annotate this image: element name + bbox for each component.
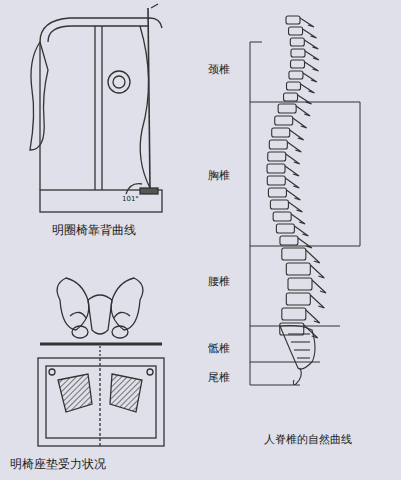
part-label: 尾椎 bbox=[208, 372, 230, 384]
part-label: 骶椎 bbox=[208, 343, 230, 355]
part-label: 颈椎 bbox=[208, 64, 230, 76]
spine-drawing bbox=[267, 16, 326, 385]
seat-drawing bbox=[38, 358, 164, 446]
armchair-drawing bbox=[30, 4, 162, 212]
part-label: 腰椎 bbox=[208, 276, 230, 288]
angle-label: 101° bbox=[122, 196, 139, 204]
caption: 明椅座垫受力状况 bbox=[10, 458, 106, 471]
pelvis-drawing bbox=[40, 278, 162, 356]
caption: 人脊椎的自然曲线 bbox=[264, 434, 352, 446]
caption: 明圈椅靠背曲线 bbox=[52, 224, 136, 237]
spine-brackets bbox=[250, 42, 360, 385]
part-label: 胸椎 bbox=[208, 170, 230, 182]
